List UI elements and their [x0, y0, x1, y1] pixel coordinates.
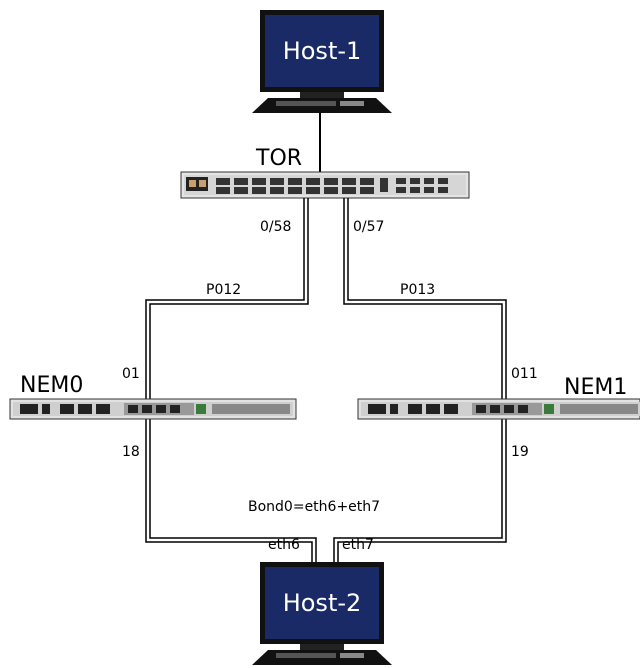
- cable-bond-eth7: [333, 418, 507, 562]
- nem0-label: NEM0: [20, 373, 84, 398]
- nem0-port-18-label: 18: [122, 444, 140, 460]
- tor-port-0-58-label: 0/58: [260, 219, 292, 235]
- tor-port-0-57-label: 0/57: [353, 219, 385, 235]
- cable-p013: [343, 198, 507, 400]
- cable-p012-label: P012: [206, 282, 242, 298]
- nem1-port-19-label: 19: [511, 444, 529, 460]
- eth7-label: eth7: [342, 537, 374, 553]
- nem1-switch-icon: [357, 398, 640, 420]
- nem0-switch-icon: [9, 398, 297, 420]
- tor-switch-icon: [180, 171, 470, 199]
- nem1-port-011-label: 011: [511, 366, 538, 382]
- tor-label: TOR: [256, 146, 303, 171]
- host-1-monitor-icon: [252, 10, 392, 113]
- bond0-label: Bond0=eth6+eth7: [248, 499, 381, 515]
- host-2-label: Host-2: [282, 589, 362, 617]
- eth6-label: eth6: [268, 537, 300, 553]
- nem1-label: NEM1: [564, 375, 628, 400]
- cable-p012: [145, 198, 309, 400]
- host-1-label: Host-1: [282, 37, 362, 65]
- cable-bond-eth6: [145, 418, 317, 562]
- host-2-monitor-icon: [252, 562, 392, 665]
- cable-p013-label: P013: [400, 282, 436, 298]
- nem0-port-01-label: 01: [122, 366, 140, 382]
